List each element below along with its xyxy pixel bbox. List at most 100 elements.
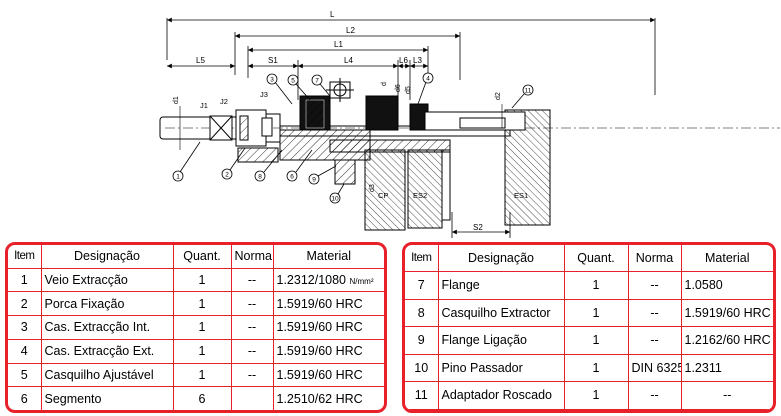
cell-quant: 6 xyxy=(172,386,232,410)
header-material: Material xyxy=(680,245,773,273)
dim-L: L xyxy=(330,10,335,19)
table-row: 11 Adaptador Roscado 1 -- -- xyxy=(405,381,773,410)
cell-item: 7 xyxy=(405,271,439,300)
cell-item: 3 xyxy=(8,315,42,340)
cell-norma: -- xyxy=(627,326,682,355)
balloon-11: 11 xyxy=(525,88,532,95)
parts-table-right: Item Designação Quant. Norma Material 7 … xyxy=(402,242,776,413)
technical-drawing: L L2 L1 L5 S1 L4 L6 L3 S2 xyxy=(159,10,780,238)
cell-quant: 1 xyxy=(172,338,232,364)
cell-designacao: Flange Ligação xyxy=(437,326,565,355)
dim-L5: L5 xyxy=(196,56,205,65)
cell-norma xyxy=(230,386,274,410)
balloon-5: 5 xyxy=(291,78,295,85)
parts-table-left: Item Designação Quant. Norma Material 1 … xyxy=(5,242,387,413)
cell-item: 6 xyxy=(8,386,42,410)
label-j2: J2 xyxy=(220,97,228,106)
dim-L4: L4 xyxy=(344,56,353,65)
cell-material: 1.0580 xyxy=(680,271,773,300)
cell-material: 1.5919/60 HRC xyxy=(272,291,384,317)
cell-item: 8 xyxy=(405,298,439,328)
dim-L6: L6 xyxy=(399,56,408,65)
label-j3: J3 xyxy=(260,90,268,99)
table-row: 3 Cas. Extracção Int. 1 -- 1.5919/60 HRC xyxy=(8,315,384,340)
header-item: Item xyxy=(405,245,439,273)
cell-norma: -- xyxy=(230,362,274,388)
dia-d1: d1 xyxy=(173,96,180,104)
balloon-3: 3 xyxy=(270,77,274,84)
header-designacao: Designação xyxy=(40,245,174,269)
cell-norma: DIN 6325 xyxy=(627,353,682,383)
cell-norma: -- xyxy=(627,381,682,410)
cell-norma: -- xyxy=(627,298,682,328)
cell-material: -- xyxy=(680,381,773,410)
table-header-row: Item Designação Quant. Norma Material xyxy=(8,245,384,269)
dim-L3: L3 xyxy=(413,56,422,65)
cell-material: 1.2162/60 HRC xyxy=(680,326,773,355)
table-row: 4 Cas. Extracção Ext. 1 -- 1.5919/60 HRC xyxy=(8,338,384,364)
cell-quant xyxy=(563,408,629,410)
cell-material: 1.5919/60 HRC xyxy=(272,338,384,364)
cell-norma: -- xyxy=(230,315,274,340)
table-row: 9 Flange Ligação 1 -- 1.2162/60 HRC xyxy=(405,326,773,355)
cell-quant: 1 xyxy=(563,381,629,410)
dia-d5: d5 xyxy=(405,86,412,94)
balloon-10: 10 xyxy=(331,196,339,203)
table-row: 1 Veio Extracção 1 -- 1.2312/1080 N/mm² xyxy=(8,267,384,293)
header-quant: Quant. xyxy=(172,245,232,269)
dia-d3: d3 xyxy=(369,184,376,192)
cell-norma: -- xyxy=(627,271,682,300)
header-norma: Norma xyxy=(627,245,682,273)
header-material: Material xyxy=(272,245,384,269)
cell-material: 1.5919/60 HRC xyxy=(272,362,384,388)
cell-designacao: Veio Extracção xyxy=(40,267,174,293)
balloon-9: 9 xyxy=(312,177,316,184)
balloon-2: 2 xyxy=(225,172,229,179)
cell-quant: 1 xyxy=(172,267,232,293)
cell-quant: 1 xyxy=(563,298,629,328)
cell-item: 2 xyxy=(8,291,42,317)
cell-item: 1 xyxy=(8,267,42,293)
cell-item: 5 xyxy=(8,362,42,388)
table-row: 5 Casquilho Ajustável 1 -- 1.5919/60 HRC xyxy=(8,362,384,388)
table-header-row: Item Designação Quant. Norma Material xyxy=(405,245,773,273)
cell-material: 1.5919/60 HRC xyxy=(680,298,773,328)
cell-item: 11 xyxy=(405,381,439,410)
cell-designacao: Casquilho Ajustável xyxy=(40,362,174,388)
cell-material: 1.5919/60 HRC xyxy=(272,315,384,340)
cell-designacao: Flange xyxy=(437,271,565,300)
header-quant: Quant. xyxy=(563,245,629,273)
dia-d: d xyxy=(381,82,388,86)
cell-designacao: Cas. Extracção Int. xyxy=(40,315,174,340)
cell-designacao: Segmento xyxy=(40,386,174,410)
balloon-7: 7 xyxy=(315,78,319,85)
label-cp: CP xyxy=(378,191,388,200)
cell-item: 9 xyxy=(405,326,439,355)
balloon-6: 6 xyxy=(290,174,294,181)
material-value: 1.2312/1080 xyxy=(276,272,347,287)
cell-material: 1.2311 xyxy=(680,353,773,383)
label-es1: ES1 xyxy=(514,191,528,200)
cell-designacao: Pino Passador xyxy=(437,353,565,383)
cell-quant: 1 xyxy=(172,291,232,317)
table-row: 7 Flange 1 -- 1.0580 xyxy=(405,271,773,300)
cell-item xyxy=(405,408,439,410)
cell-norma: -- xyxy=(230,338,274,364)
cell-designacao xyxy=(437,408,565,410)
balloon-8: 8 xyxy=(258,174,262,181)
dim-S2: S2 xyxy=(473,223,483,232)
cell-quant: 1 xyxy=(563,271,629,300)
balloon-4: 4 xyxy=(426,76,430,83)
dia-d6: d6 xyxy=(395,84,402,92)
cell-material xyxy=(680,408,773,410)
cell-quant: 1 xyxy=(563,326,629,355)
cell-norma: -- xyxy=(230,267,274,293)
dim-L1: L1 xyxy=(334,40,343,49)
material-unit: N/mm² xyxy=(349,276,374,286)
header-norma: Norma xyxy=(230,245,274,269)
table-row: 8 Casquilho Extractor 1 -- 1.5919/60 HRC xyxy=(405,298,773,328)
cell-norma: -- xyxy=(230,291,274,317)
cell-item: 4 xyxy=(8,338,42,364)
cell-item: 10 xyxy=(405,353,439,383)
cell-designacao: Adaptador Roscado xyxy=(437,381,565,410)
